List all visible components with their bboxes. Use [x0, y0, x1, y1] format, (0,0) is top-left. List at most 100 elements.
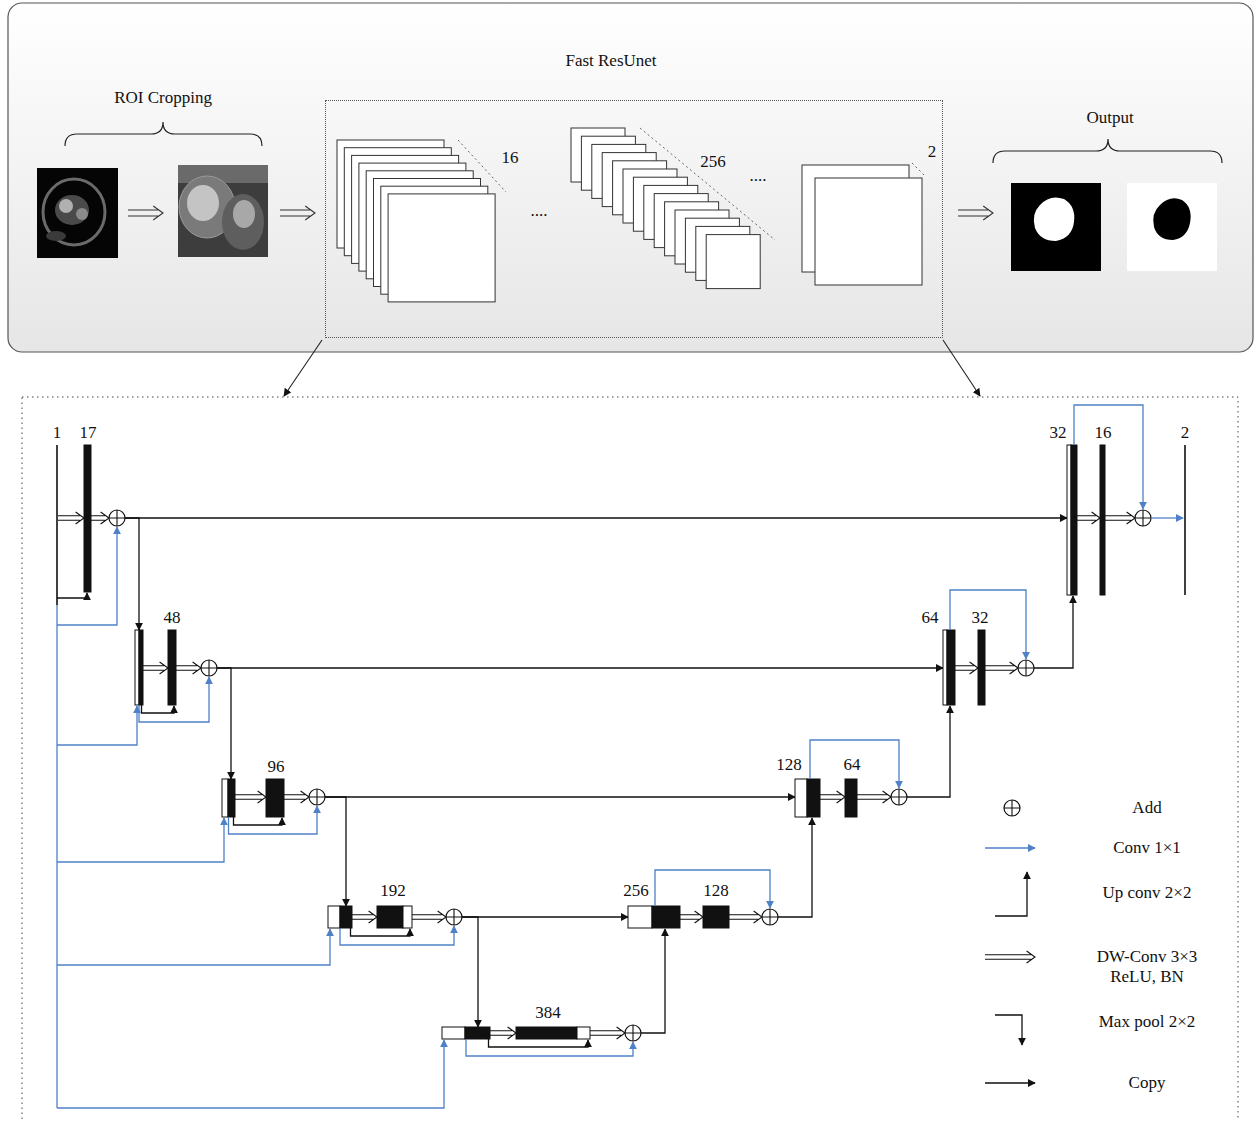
add-symbol — [309, 789, 325, 805]
feature-bar — [403, 906, 412, 928]
output-conv — [1151, 517, 1183, 518]
legend-label: DW-Conv 3×3 ReLU, BN — [1091, 947, 1203, 986]
mri-crop-ventricle — [187, 185, 219, 221]
feature-map — [388, 194, 495, 302]
copy-line — [125, 517, 1067, 518]
mri-tissue — [46, 231, 66, 241]
skip-line — [57, 527, 117, 625]
channel-count: 17 — [80, 423, 97, 443]
double-arrow — [985, 662, 1018, 674]
double-arrow — [958, 206, 993, 220]
channel-count: 256 — [700, 152, 726, 172]
mri-ventricle — [76, 208, 88, 220]
channel-count: 384 — [535, 1003, 561, 1023]
channel-indicator — [912, 163, 924, 175]
add-symbol — [109, 510, 125, 526]
legend-label: Conv 1×1 — [1113, 838, 1181, 858]
add-sign — [1004, 800, 1020, 816]
add-symbol — [1018, 660, 1034, 676]
brace — [993, 139, 1222, 163]
stack-graphic — [337, 140, 517, 304]
add-sign — [109, 510, 125, 526]
feature-map — [706, 235, 760, 289]
upconv-line — [1034, 596, 1073, 668]
double-arrow — [729, 911, 762, 923]
double-arrow — [590, 1027, 625, 1039]
add-sign — [201, 660, 217, 676]
skip-line — [57, 706, 137, 745]
feature-bar — [845, 779, 857, 817]
double-arrow — [143, 662, 168, 674]
channel-count: 256 — [623, 881, 649, 901]
residual-line — [351, 928, 411, 936]
add-sign — [446, 909, 462, 925]
feature-bar — [328, 906, 340, 928]
feature-bar — [1100, 445, 1105, 595]
input-map — [56, 445, 58, 605]
residual-line — [142, 705, 175, 713]
maxpool-line — [217, 668, 231, 779]
copy-line — [462, 916, 628, 917]
upconv-line — [778, 818, 812, 917]
section-label: Output — [1086, 108, 1133, 128]
skip-line — [139, 677, 209, 722]
double-arrow — [1077, 512, 1100, 524]
add-symbol — [1135, 510, 1151, 526]
feature-map-stack: 256 — [571, 128, 781, 298]
channel-indicator — [458, 140, 506, 192]
maxpool-line — [125, 518, 139, 630]
legend-label: Up conv 2×2 — [1103, 883, 1192, 903]
skip-line — [810, 740, 899, 788]
add-symbol — [1004, 800, 1020, 816]
ellipsis: .... — [750, 166, 767, 186]
channel-count: 16 — [502, 148, 519, 168]
feature-bar — [168, 630, 176, 705]
copy-line — [325, 796, 795, 797]
channel-indicator — [640, 128, 775, 240]
mri-image — [37, 168, 118, 258]
feature-bar — [465, 1027, 490, 1039]
legend-label: Add — [1132, 798, 1161, 818]
ellipsis: .... — [531, 201, 548, 221]
add-sign — [1018, 660, 1034, 676]
feature-bar — [228, 779, 235, 817]
double-arrow — [176, 662, 201, 674]
feature-bar — [1071, 445, 1077, 595]
feature-bar — [943, 630, 947, 705]
feature-map — [815, 178, 922, 285]
mri-crop-ventricle — [233, 200, 255, 228]
add-symbol — [201, 660, 217, 676]
mri-crop-band — [178, 165, 268, 183]
channel-count: 2 — [1181, 423, 1190, 443]
residual-line — [57, 593, 87, 598]
double-arrow — [985, 951, 1035, 963]
zoom-line — [943, 340, 980, 396]
feature-bar — [795, 779, 807, 817]
add-symbol — [446, 909, 462, 925]
feature-bar — [516, 1027, 577, 1039]
feature-bar — [377, 906, 403, 928]
skip-line — [57, 929, 330, 965]
legend-copy-symbol — [985, 1082, 1035, 1083]
double-arrow — [235, 791, 266, 803]
legend-maxpool-symbol — [995, 1015, 1022, 1045]
network-box: 162562Fast ResUnet — [325, 100, 943, 338]
channel-count: 128 — [703, 881, 729, 901]
mask-blob — [1034, 197, 1075, 241]
channel-count: 64 — [922, 608, 939, 628]
copy-line — [217, 667, 943, 668]
channel-count: 2 — [928, 142, 937, 162]
stack-graphic — [571, 128, 781, 298]
channel-count: 48 — [164, 608, 181, 628]
maxpool-line — [462, 917, 478, 1027]
maxpool-line — [325, 797, 346, 906]
double-arrow — [857, 791, 891, 803]
network-title: Fast ResUnet — [565, 51, 656, 71]
zoom-line — [284, 340, 322, 396]
residual-line — [489, 1039, 589, 1047]
double-arrow — [58, 512, 84, 524]
skip-line — [950, 590, 1026, 659]
feature-bar — [978, 630, 985, 705]
add-symbol — [762, 909, 778, 925]
